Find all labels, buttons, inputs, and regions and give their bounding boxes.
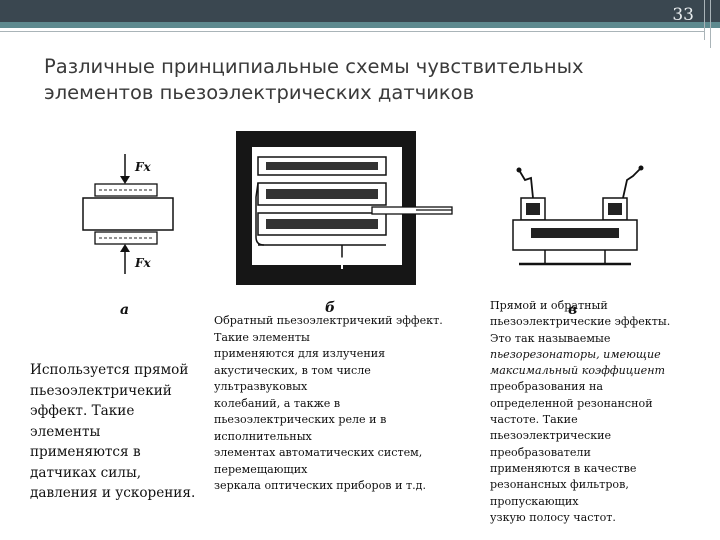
figure-a-force-top-label: Fx bbox=[135, 160, 151, 174]
figure-a-diagram bbox=[82, 154, 174, 274]
slide-title: Различные принципиальные схемы чувствите… bbox=[44, 55, 584, 104]
header-bar bbox=[0, 0, 720, 22]
text-figure-c-part-2-italic: пьезорезонаторы, имеющие максимальный ко… bbox=[490, 347, 666, 378]
figure-b-label: б bbox=[325, 300, 336, 316]
figure-a-label: а bbox=[120, 302, 130, 318]
text-figure-b-description: Обратный пьезоэлектричекий эффект. Такие… bbox=[214, 314, 443, 492]
text-figure-c-description: Прямой и обратный пьезоэлектрические эфф… bbox=[490, 298, 670, 526]
header-decor-line bbox=[0, 31, 704, 32]
header-accent-stripe bbox=[0, 22, 720, 28]
figure-c-diagram bbox=[512, 165, 644, 266]
figure-c-label: в bbox=[568, 302, 578, 318]
text-figure-c-part-3: преобразования на определенной резонансн… bbox=[490, 380, 653, 524]
text-figure-a-description: Используется прямой пьезоэлектричекий эф… bbox=[30, 362, 196, 501]
text-figure-c-part-1: Прямой и обратный пьезоэлектрические эфф… bbox=[490, 299, 671, 345]
figure-b-diagram bbox=[236, 131, 453, 285]
slide-number: 33 bbox=[672, 5, 694, 25]
header-decor-line bbox=[710, 0, 711, 48]
figure-a-force-bottom-label: Fx bbox=[135, 256, 151, 270]
header-decor-line bbox=[704, 0, 705, 40]
